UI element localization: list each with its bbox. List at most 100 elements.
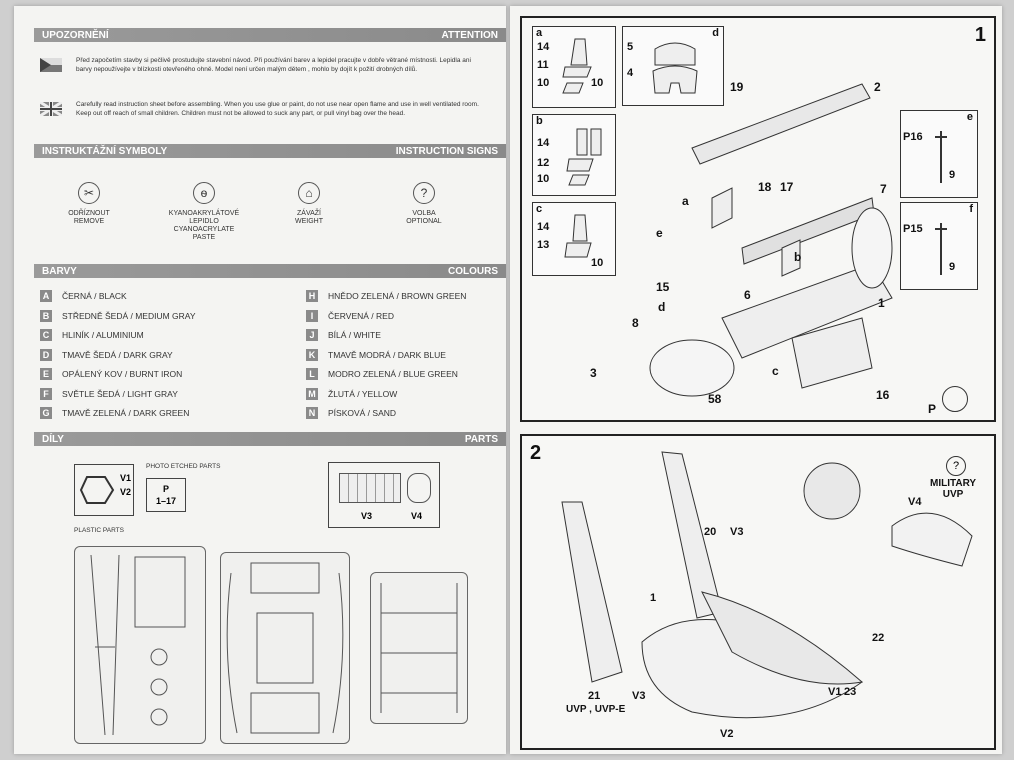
military-label: MILITARY — [930, 478, 977, 489]
colour-code-swatch: L — [306, 368, 318, 380]
colour-code-swatch: A — [40, 290, 52, 302]
step-1-callout: 58 — [708, 392, 722, 406]
colour-code-swatch: D — [40, 348, 52, 361]
step-1-frame: 1 a 14 11 10 10 b 14 12 10 c 14 13 10 d … — [520, 16, 996, 422]
colour-name: TMAVĚ ZELENÁ / DARK GREEN — [62, 408, 190, 418]
step-1-callout: 3 — [590, 366, 597, 380]
colour-name: SVĚTLE ŠEDÁ / LIGHT GRAY — [62, 388, 178, 399]
symbol-remove: ✂ ODŘÍZNOUT REMOVE — [44, 182, 134, 226]
colour-code-swatch: N — [306, 407, 318, 419]
symbol-remove-en: REMOVE — [73, 218, 105, 225]
glue-icon — [942, 386, 968, 412]
inset-b-letter: b — [536, 115, 543, 127]
colour-name: OPÁLENÝ KOV / BURNT IRON — [62, 369, 183, 379]
parts-header: DÍLY PARTS — [34, 432, 506, 446]
inset-d: d 5 4 — [622, 26, 724, 106]
inset-b: b 14 12 10 — [532, 114, 616, 196]
colour-name: HLINÍK / ALUMINIUM — [62, 330, 144, 340]
symbol-optional: ? VOLBA OPTIONAL — [379, 182, 469, 226]
part-v4-label: V4 — [411, 511, 423, 521]
symbol-weight-cz: ZÁVAŽÍ — [297, 210, 321, 217]
clear-parts-box: V3 V4 — [328, 462, 440, 528]
inset-b-part-10: 10 — [537, 173, 550, 185]
sprue-c — [370, 572, 468, 724]
symbol-optional-en: OPTIONAL — [406, 218, 442, 225]
symbol-weight-en: WEIGHT — [295, 218, 323, 225]
colour-code-swatch: K — [306, 348, 318, 361]
step-2-callout: V1 — [828, 686, 842, 698]
attention-title-cz: UPOZORNĚNÍ — [42, 29, 109, 41]
uvp-variant-label: UVP , UVP-E — [566, 704, 626, 715]
symbols-header: INSTRUKTÁŽNÍ SYMBOLY INSTRUCTION SIGNS — [34, 144, 506, 158]
step-1-callout: P — [928, 402, 937, 416]
inset-f-letter: f — [969, 203, 973, 215]
colour-code-swatch: J — [306, 329, 318, 341]
colour-row: K TMAVĚ MODRÁ / DARK BLUE — [306, 348, 446, 361]
step-1-number: 1 — [974, 24, 986, 46]
step-1-callout: 7 — [880, 182, 887, 196]
colour-name: MODRO ZELENÁ / BLUE GREEN — [328, 369, 458, 379]
colour-code-swatch: F — [40, 387, 52, 400]
colour-code-swatch: M — [306, 387, 318, 400]
inset-e-part-p16: P16 — [903, 131, 923, 143]
sprue-b — [220, 552, 350, 744]
colour-code-swatch: B — [40, 309, 52, 322]
inset-f-part-p15: P15 — [903, 223, 923, 235]
part-v2-label: V2 — [119, 487, 131, 497]
step-1-callout: 8 — [632, 316, 639, 330]
step-1-callout: 18 — [758, 180, 772, 194]
canopy-detail-drawing — [891, 512, 973, 567]
step-2-callout: V2 — [720, 728, 734, 740]
inset-d-part-5: 5 — [627, 41, 634, 53]
weight-detail-drawing — [803, 462, 861, 520]
windows-strip — [339, 473, 401, 503]
inset-b-part-12: 12 — [537, 157, 550, 169]
symbol-optional-cz: VOLBA — [412, 210, 436, 217]
step-1-callout: d — [658, 300, 666, 314]
pe-range: 1–17 — [155, 496, 177, 506]
uk-flag-icon — [40, 102, 62, 116]
photo-etched-box: P 1–17 — [146, 478, 186, 512]
colour-code-swatch: G — [40, 407, 52, 419]
canopy-part — [407, 473, 431, 503]
step-1-callout: c — [772, 364, 779, 378]
inset-a-letter: a — [536, 27, 543, 39]
symbol-weight: ⌂ ZÁVAŽÍ WEIGHT — [264, 182, 354, 226]
step-2-number: 2 — [530, 442, 542, 464]
parts-title-cz: DÍLY — [42, 433, 64, 445]
step-2-fuselage-drawing — [561, 451, 864, 719]
colour-row: G TMAVĚ ZELENÁ / DARK GREEN — [40, 407, 189, 419]
glue-icon: ѳ — [193, 182, 215, 204]
inset-a: a 14 11 10 10 — [532, 26, 616, 108]
attention-title-en: ATTENTION — [441, 29, 498, 41]
inset-a-part-11: 11 — [537, 59, 549, 71]
inset-c-part-13: 13 — [537, 239, 550, 251]
step-1-callout: 16 — [876, 388, 890, 402]
inset-c-part-10: 10 — [591, 257, 604, 269]
inset-f: f P15 9 — [900, 202, 978, 290]
vacuform-parts-box: V1 V2 — [74, 464, 134, 516]
step-2-callout: 20 — [704, 526, 717, 538]
step-2-callout: V4 — [908, 496, 922, 508]
uvp-label: UVP — [942, 489, 964, 500]
inset-c-letter: c — [536, 203, 543, 215]
step-2-callout: 1 — [650, 592, 657, 604]
colour-row: L MODRO ZELENÁ / BLUE GREEN — [306, 368, 458, 380]
right-page: 1 a 14 11 10 10 b 14 12 10 c 14 13 10 d … — [510, 6, 1002, 754]
symbols-title-cz: INSTRUKTÁŽNÍ SYMBOLY — [42, 145, 168, 157]
question-icon: ? — [946, 456, 966, 476]
symbol-remove-cz: ODŘÍZNOUT — [68, 210, 110, 217]
colour-name: ČERVENÁ / RED — [328, 310, 394, 321]
inset-c-part-14: 14 — [537, 221, 550, 233]
colours-title-cz: BARVY — [42, 265, 77, 277]
colour-name: TMAVĚ MODRÁ / DARK BLUE — [328, 349, 446, 360]
pe-letter: P — [162, 484, 169, 494]
